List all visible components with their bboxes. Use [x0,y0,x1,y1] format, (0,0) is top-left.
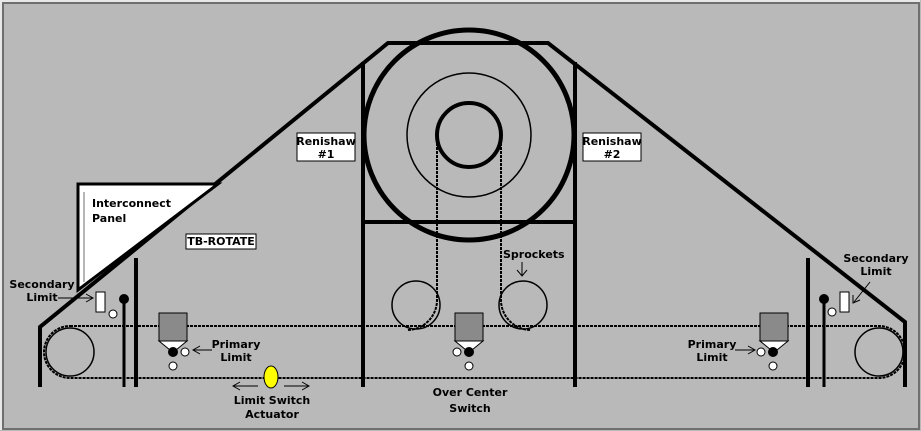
secondary-right-switch[interactable] [839,291,850,313]
conveyor-belt [43,325,906,379]
actuator-label-1: Limit Switch [234,394,311,407]
primary-right-switch-box[interactable] [759,312,789,342]
primary-left-switch-box[interactable] [158,312,188,342]
primary-left-roller [180,347,190,357]
tb-rotate-label: TB-ROTATE [187,235,255,248]
primary-right-wheel [768,361,778,371]
main-drum [361,27,577,243]
secondary-left-label-1: Secondary [9,278,74,291]
right-sensor-head [819,294,829,304]
drum-hub [435,101,503,169]
over-center-roller [452,347,462,357]
renishaw-2-label-1: Renishaw [582,135,642,148]
primary-left-wheel [168,361,178,371]
secondary-left-switch[interactable] [95,291,106,313]
over-center-label-2: Switch [449,402,490,415]
actuator-label-2: Actuator [245,408,299,421]
left-sensor-head [119,294,129,304]
primary-left-label-2: Limit [220,351,251,364]
primary-right-pivot [768,347,778,357]
secondary-right-arrow-line [853,281,871,303]
interconnect-panel [76,182,223,294]
secondary-right-roller [827,307,837,317]
left-pulley [45,327,95,377]
primary-right-label-2: Limit [696,351,727,364]
primary-left-arrow-head [191,345,201,355]
secondary-left-arrow-head [85,293,95,303]
primary-left-label-1: Primary [212,338,261,351]
right-pulley [854,327,904,377]
right-sprocket [498,280,548,330]
sprockets-label: Sprockets [503,248,565,261]
primary-right-arrow-head [747,345,757,355]
primary-right-label-1: Primary [688,338,737,351]
renishaw-2-box [582,132,642,162]
over-center-pivot [464,347,474,357]
primary-left-pivot [168,347,178,357]
renishaw-1-label-2: #1 [318,148,335,161]
sprockets-arrow-head [516,269,528,277]
secondary-right-label-1: Secondary [843,252,908,265]
primary-right-roller [756,347,766,357]
over-center-switch-box[interactable] [454,312,484,342]
secondary-right-arrow-head [852,295,861,304]
left-sprocket [391,280,441,330]
drum-ring [406,72,532,198]
secondary-right-label-2: Limit [860,265,891,278]
interconnect-label-2: Panel [92,212,126,225]
limit-switch-actuator[interactable] [263,365,279,389]
actuator-arrow-left-head [231,381,241,391]
actuator-arrow-right-head [301,381,311,391]
tb-rotate-box[interactable] [185,233,257,250]
over-center-label-1: Over Center [433,386,508,399]
secondary-left-label-2: Limit [26,291,57,304]
outer-frame [38,41,907,387]
over-center-wheel [464,361,474,371]
renishaw-1-box [296,132,356,162]
interconnect-label-1: Interconnect [92,197,171,210]
secondary-left-roller [108,309,118,319]
renishaw-1-label-1: Renishaw [296,135,356,148]
renishaw-2-label-2: #2 [604,148,621,161]
